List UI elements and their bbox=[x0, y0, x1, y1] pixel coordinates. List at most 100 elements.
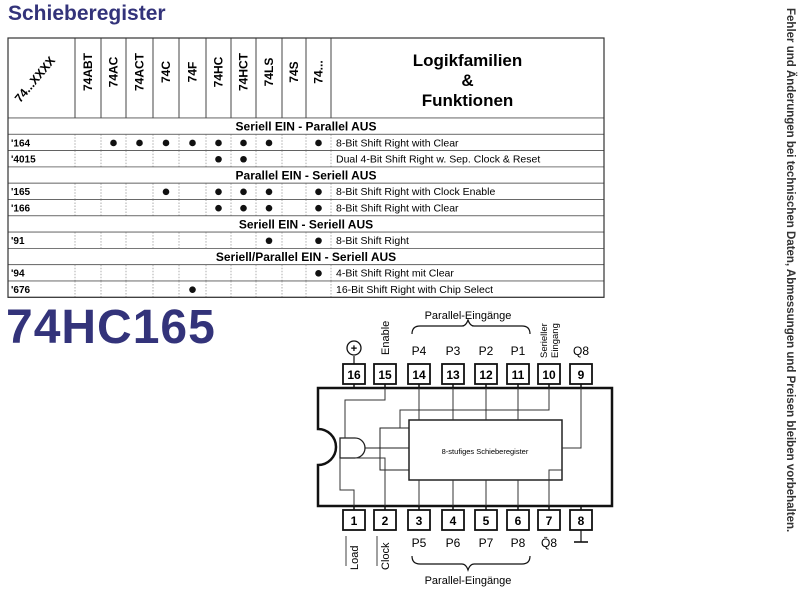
support-dot-74C bbox=[162, 188, 170, 196]
pin-number-16: 16 bbox=[347, 368, 361, 382]
pin-number-1: 1 bbox=[351, 514, 358, 528]
pin-label-11: P1 bbox=[511, 344, 526, 358]
support-dot-74HC bbox=[215, 155, 222, 163]
internal-wire bbox=[562, 388, 582, 449]
chip-title: 74HC165 bbox=[6, 301, 216, 354]
internal-wire bbox=[355, 457, 386, 506]
family-header-74...: 74... bbox=[312, 60, 326, 83]
shift-register-label: 8-stufiges Schieberegister bbox=[442, 447, 529, 456]
section-title: Parallel EIN - Seriell AUS bbox=[236, 168, 377, 182]
family-header-74C: 74C bbox=[159, 61, 173, 83]
internal-wire bbox=[399, 388, 550, 428]
family-header-74ABT: 74ABT bbox=[81, 52, 95, 91]
support-dot-74... bbox=[315, 204, 322, 212]
row-type: '4015 bbox=[11, 155, 36, 166]
pin-label-10-b: Eingang bbox=[550, 323, 561, 358]
internal-wire bbox=[344, 388, 386, 438]
chip-package: 8-stufiges Schieberegister bbox=[316, 386, 614, 508]
pin-number-11: 11 bbox=[512, 368, 525, 382]
row-function: 8-Bit Shift Right with Clear bbox=[336, 203, 459, 215]
support-dot-74F bbox=[189, 139, 196, 147]
pin-number-10: 10 bbox=[542, 368, 556, 382]
row-function: 8-Bit Shift Right with Clear bbox=[336, 137, 459, 149]
pin-label-6: P8 bbox=[511, 536, 526, 550]
internal-wire bbox=[339, 458, 355, 506]
row-type: '165 bbox=[11, 187, 31, 198]
support-dot-74LS bbox=[265, 188, 273, 196]
pin-number-3: 3 bbox=[416, 514, 423, 528]
bottom-group-label: Parallel-Eingänge bbox=[425, 575, 512, 587]
support-dot-74LS bbox=[265, 204, 273, 212]
support-dot-74ACT bbox=[136, 139, 143, 147]
pin-box-6 bbox=[506, 509, 530, 531]
family-header-74HC: 74HC bbox=[212, 56, 226, 87]
vcc-plus: + bbox=[351, 343, 357, 355]
support-dot-74HC bbox=[215, 139, 222, 147]
pin-number-2: 2 bbox=[382, 514, 389, 528]
pin-label-13: P3 bbox=[446, 344, 461, 358]
pin-number-8: 8 bbox=[578, 514, 585, 528]
section-title: Seriell/Parallel EIN - Seriell AUS bbox=[216, 250, 396, 264]
pin-label-14: P4 bbox=[412, 344, 427, 358]
family-header-74LS: 74LS bbox=[262, 58, 276, 87]
top-group-label: Parallel-Eingänge bbox=[425, 310, 512, 322]
pin-box-5 bbox=[474, 509, 498, 531]
bottom-group-brace bbox=[411, 555, 531, 572]
row-function: 8-Bit Shift Right with Clock Enable bbox=[336, 186, 495, 198]
pin-label-9: Q8 bbox=[573, 344, 589, 358]
support-dot-74HC bbox=[215, 188, 222, 196]
gate-symbol bbox=[339, 437, 366, 459]
row-type: '166 bbox=[11, 204, 31, 215]
table-border bbox=[7, 37, 605, 298]
pin-label-12: P2 bbox=[479, 344, 494, 358]
pin-number-7: 7 bbox=[546, 514, 553, 528]
pin-label-4: P6 bbox=[446, 536, 461, 550]
top-group-brace bbox=[411, 318, 531, 335]
row-type: '94 bbox=[11, 269, 25, 280]
support-dot-74F bbox=[189, 286, 196, 293]
support-dot-74LS bbox=[265, 237, 273, 245]
pin-box-3 bbox=[407, 509, 431, 531]
section-title: Seriell EIN - Seriell AUS bbox=[239, 217, 373, 231]
support-dot-74... bbox=[315, 139, 322, 147]
pin-number-15: 15 bbox=[378, 368, 392, 382]
disclaimer-note: Fehler und Änderungen bei technischen Da… bbox=[784, 8, 796, 533]
pin-label-2: Clock bbox=[380, 542, 392, 570]
support-dot-74... bbox=[315, 188, 322, 196]
support-dot-74... bbox=[315, 270, 322, 277]
pin-number-9: 9 bbox=[578, 368, 585, 382]
family-header-74AC: 74AC bbox=[107, 56, 121, 87]
pin-number-5: 5 bbox=[483, 514, 490, 528]
pin-number-6: 6 bbox=[515, 514, 522, 528]
support-dot-74C bbox=[162, 139, 170, 147]
pin-label-3: P5 bbox=[412, 536, 427, 550]
support-dot-74HC bbox=[215, 204, 222, 212]
function-header-line: Funktionen bbox=[422, 91, 514, 110]
section-title: Seriell EIN - Parallel AUS bbox=[236, 120, 377, 134]
row-type: '676 bbox=[11, 285, 31, 296]
pin-label-15: Enable bbox=[380, 321, 392, 355]
function-header-line: Logikfamilien bbox=[413, 51, 523, 70]
support-dot-74HCT bbox=[240, 204, 247, 212]
function-header-line: & bbox=[461, 71, 473, 90]
pin-box-2 bbox=[373, 509, 397, 531]
internal-wire bbox=[548, 469, 562, 506]
support-dot-74LS bbox=[265, 139, 273, 147]
pin-label-10-a: Serieller bbox=[539, 323, 550, 358]
row-function: 16-Bit Shift Right with Chip Select bbox=[336, 284, 493, 296]
page-title: Schieberegister bbox=[8, 2, 166, 25]
pin-number-12: 12 bbox=[479, 368, 493, 382]
pin-box-1 bbox=[342, 509, 366, 531]
family-header-74ACT: 74ACT bbox=[133, 52, 147, 91]
internal-wire bbox=[379, 427, 410, 471]
family-header-74F: 74F bbox=[186, 62, 200, 83]
pin-box-4 bbox=[441, 509, 465, 531]
row-function: 4-Bit Shift Right mit Clear bbox=[336, 268, 454, 280]
pin-number-13: 13 bbox=[446, 368, 460, 382]
row-function: 8-Bit Shift Right bbox=[336, 235, 409, 247]
family-header-74HCT: 74HCT bbox=[237, 52, 251, 91]
pin-number-14: 14 bbox=[412, 368, 426, 382]
support-dot-74HCT bbox=[240, 155, 247, 163]
